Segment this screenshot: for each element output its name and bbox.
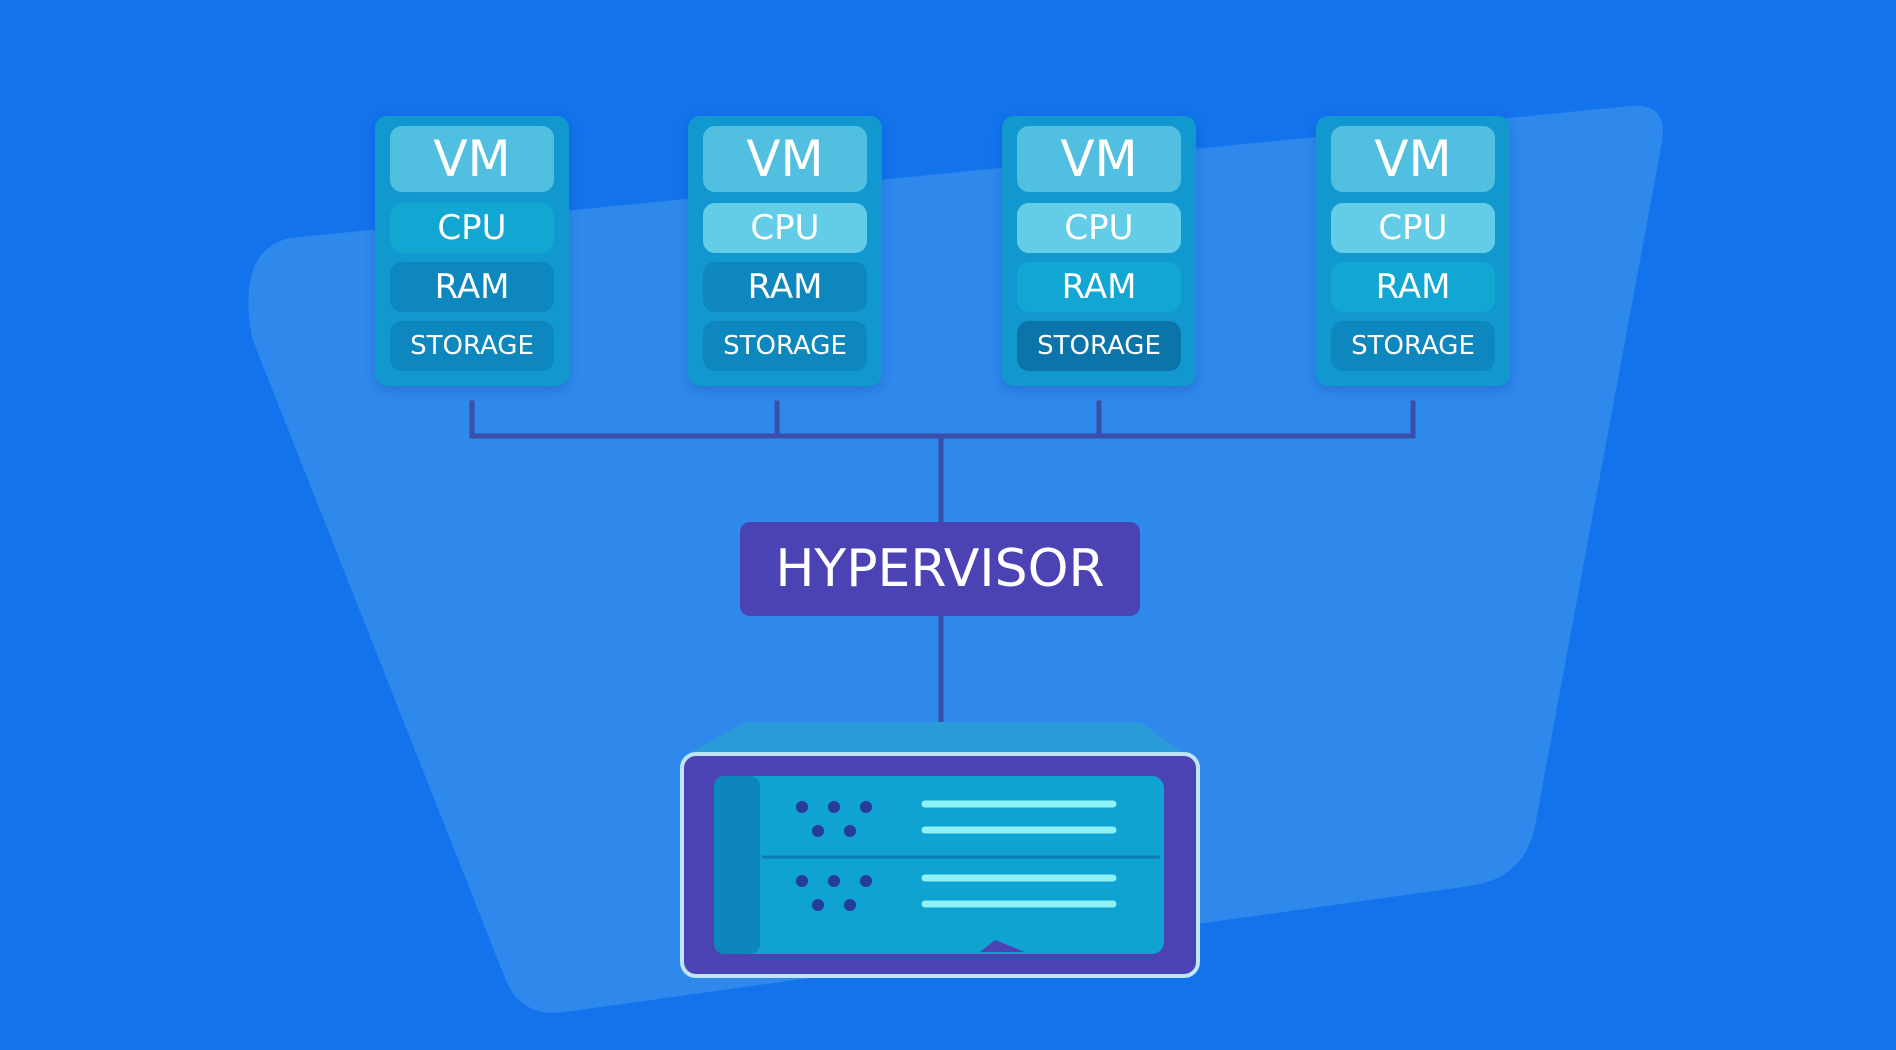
server-dots-upper [796, 801, 872, 837]
vm-ram-label: RAM [703, 262, 867, 312]
connector-lines [469, 400, 1416, 723]
vm-storage-label: STORAGE [703, 321, 867, 371]
vm-card-2: VM CPU RAM STORAGE [688, 116, 882, 386]
vm-card-1: VM CPU RAM STORAGE [375, 116, 569, 386]
server-base-notch [870, 940, 1025, 952]
hypervisor-box: HYPERVISOR [740, 522, 1140, 616]
vm-title: VM [1017, 126, 1181, 192]
vm-cpu-label: CPU [1017, 203, 1181, 253]
vm-card-3: VM CPU RAM STORAGE [1002, 116, 1196, 386]
server-indicator-lines [921, 800, 1117, 908]
vm-storage-label: STORAGE [1017, 321, 1181, 371]
vm-cpu-label: CPU [703, 203, 867, 253]
vm-ram-label: RAM [390, 262, 554, 312]
server-icon [680, 722, 1200, 978]
vm-title: VM [1331, 126, 1495, 192]
vm-title: VM [390, 126, 554, 192]
vm-cpu-label: CPU [1331, 203, 1495, 253]
vm-title: VM [703, 126, 867, 192]
vm-ram-label: RAM [1017, 262, 1181, 312]
server-panel [714, 776, 1164, 954]
vm-ram-label: RAM [1331, 262, 1495, 312]
vm-storage-label: STORAGE [1331, 321, 1495, 371]
vm-storage-label: STORAGE [390, 321, 554, 371]
server-top [684, 722, 1188, 756]
server-panel-edge [714, 776, 760, 954]
vm-card-4: VM CPU RAM STORAGE [1316, 116, 1510, 386]
server-dots-lower [796, 875, 872, 911]
vm-cpu-label: CPU [390, 203, 554, 253]
